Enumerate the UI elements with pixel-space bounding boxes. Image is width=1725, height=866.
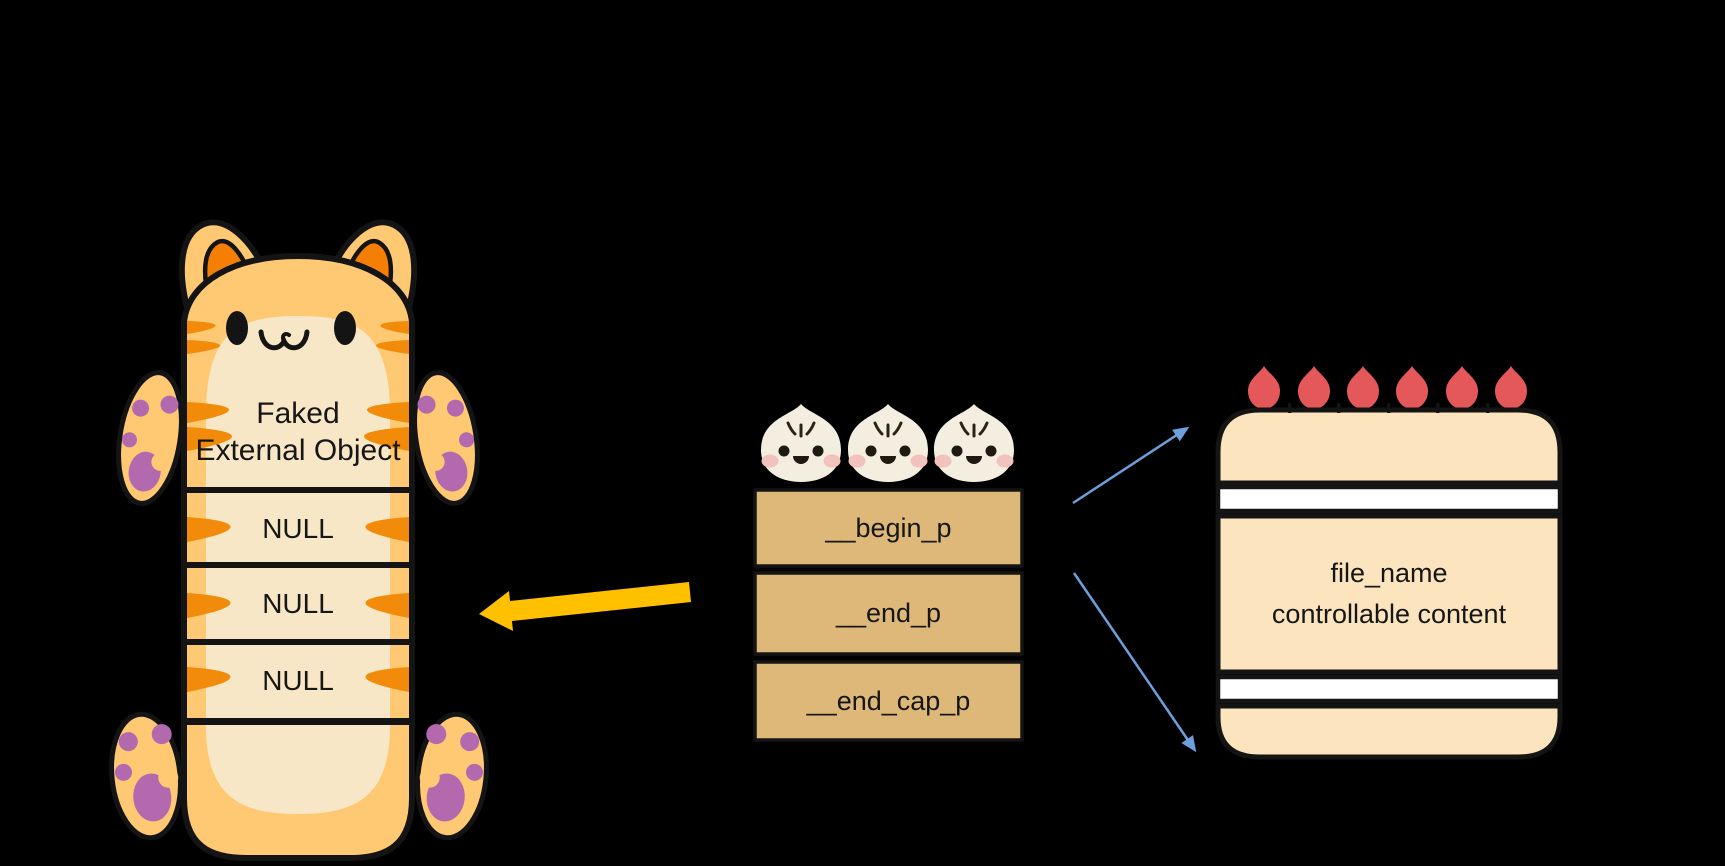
cake-bottom-layer: [1215, 703, 1563, 760]
fake-object-slot-2: NULL: [262, 665, 334, 696]
strawberry-icon: [1347, 366, 1379, 409]
struct-field-end-p: __end_p: [835, 598, 942, 628]
dumpling-row: [759, 402, 1016, 484]
cake-cream-stripe-top: [1215, 484, 1563, 514]
field-box-end-p: [753, 571, 1024, 656]
fake-object-title: Faked External Object: [184, 392, 412, 472]
cat-face: [226, 311, 356, 351]
struct-field-begin-p: __begin_p: [825, 512, 952, 543]
field-box-begin-p: [753, 488, 1024, 568]
pointer-struct: [753, 488, 1024, 742]
fake-object-slot-0: NULL: [262, 513, 334, 544]
fake-object-title-line1: Faked: [256, 397, 340, 430]
cat-arm-right-icon: [412, 370, 480, 506]
cake-top-ticks: [1288, 403, 1490, 413]
fake-object-title-line2: External Object: [195, 434, 401, 467]
cake-cream-stripe-bottom: [1215, 674, 1563, 704]
strawberry-cake-icon: [1215, 366, 1563, 760]
cat-foot-left-icon: [109, 711, 183, 841]
fake-object-slot-1: NULL: [262, 588, 334, 619]
strawberry-icon: [1248, 366, 1280, 409]
struct-field-end-cap-p: __end_cap_p: [806, 685, 971, 716]
dumpling-icon: [759, 402, 843, 484]
cat-foot-right-icon: [415, 711, 489, 841]
strawberry-icon: [1446, 366, 1478, 409]
cat-icon: [109, 219, 489, 861]
blue-arrow-up-right: [1072, 426, 1190, 505]
blue-arrow-down-right: [1072, 572, 1197, 753]
field-box-end-cap-p: [753, 660, 1024, 742]
buffer-label: file_name controllable content: [1218, 516, 1560, 672]
cake-middle-layer: [1215, 513, 1563, 675]
dumpling-icon: [846, 402, 930, 484]
cat-slot-dividers: [184, 487, 412, 725]
strawberry-icon: [1396, 366, 1428, 409]
cake-top-layer: [1215, 407, 1563, 486]
strawberry-icon: [1298, 366, 1330, 409]
strawberry-row: [1248, 366, 1527, 409]
buffer-label-line2: controllable content: [1271, 599, 1507, 629]
cat-stripes: [187, 321, 409, 692]
yellow-arrow-left: [479, 582, 691, 631]
cat-arm-left-icon: [116, 370, 184, 506]
dumpling-icon: [932, 402, 1016, 484]
buffer-label-line1: file_name: [1330, 558, 1448, 588]
strawberry-icon: [1495, 366, 1527, 409]
